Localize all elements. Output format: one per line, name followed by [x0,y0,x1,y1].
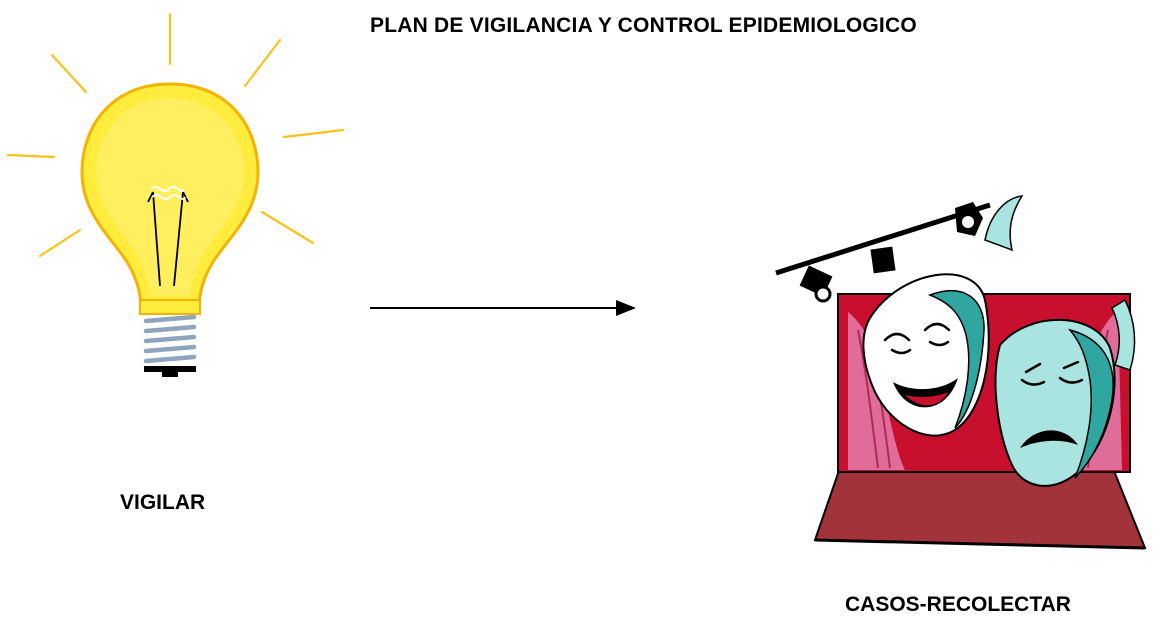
node-label-casos-recolectar: CASOS-RECOLECTAR [845,593,1071,616]
node-label-vigilar: VIGILAR [120,491,206,514]
light-bulb-icon [6,12,345,377]
page-title: PLAN DE VIGILANCIA Y CONTROL EPIDEMIOLOG… [370,14,917,37]
theater-masks-icon [775,195,1147,550]
